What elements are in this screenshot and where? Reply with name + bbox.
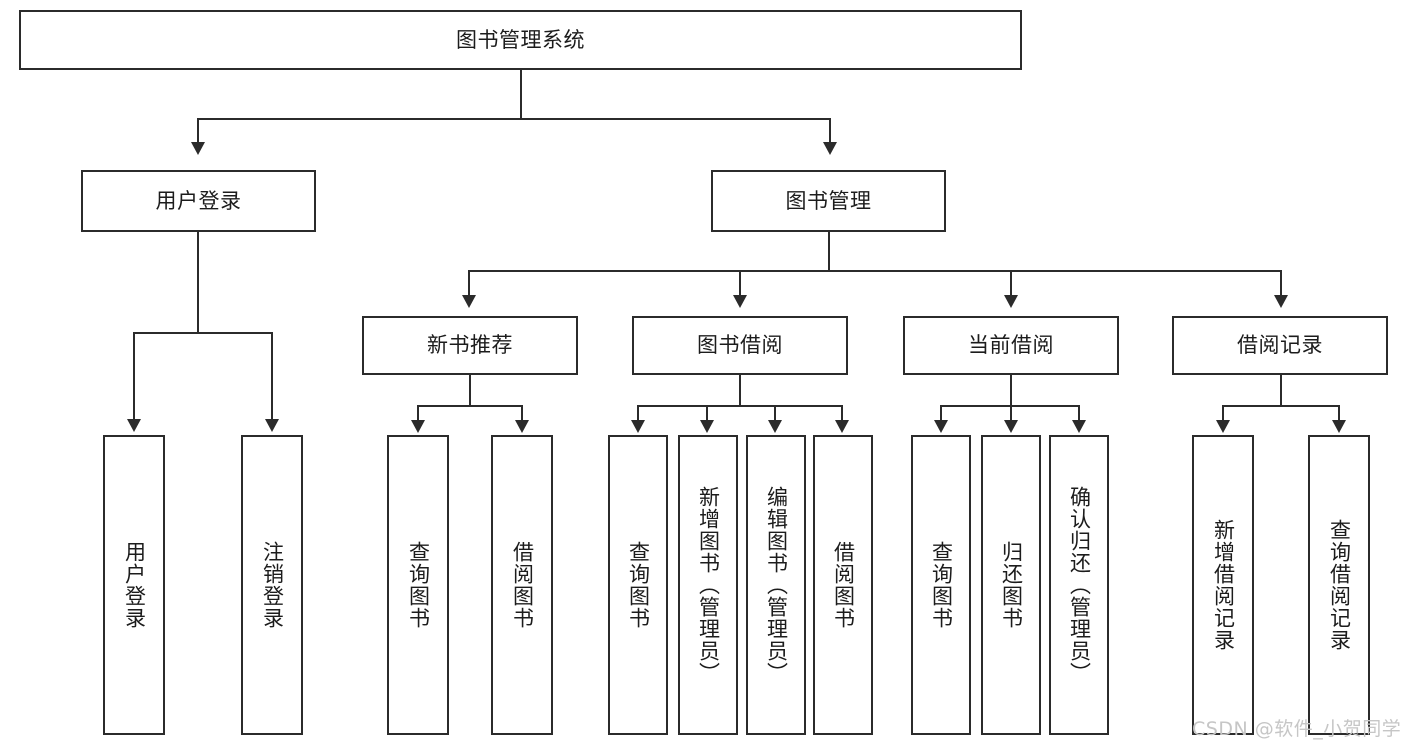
connector-book-borrow-to-leaf-2 [706, 405, 709, 421]
leaf-edit-book-label: 编辑图书（管理员） [764, 486, 789, 684]
watermark: CSDN @软件_小贺同学 [1192, 718, 1402, 740]
leaf-query-book-3[interactable]: 查询图书 [911, 435, 971, 735]
leaf-query-book-1[interactable]: 查询图书 [387, 435, 449, 735]
node-user-login-label: 用户登录 [155, 188, 242, 213]
connector-new-book-to-leaf-2 [521, 405, 524, 421]
connector-user-login-to-leaf-2 [271, 332, 274, 420]
arrow-new-book-to-leaf-1 [411, 420, 425, 433]
leaf-confirm-return-label: 确认归还（管理员） [1067, 486, 1092, 684]
connector-user-login-stem [197, 232, 200, 334]
leaf-logout-label: 注销登录 [260, 541, 285, 629]
connector-new-book-to-leaf-1 [417, 405, 420, 421]
arrow-current-borrow-to-leaf-3 [1072, 420, 1086, 433]
node-root-label: 图书管理系统 [456, 27, 585, 52]
arrow-user-login-to-leaf-1 [127, 419, 141, 432]
arrow-book-borrow-to-leaf-1 [631, 420, 645, 433]
arrow-book-manage-to-borrow-record [1274, 295, 1288, 308]
connector-current-borrow-to-leaf-2 [1010, 405, 1013, 421]
arrow-new-book-to-leaf-2 [515, 420, 529, 433]
connector-new-book-bus [417, 405, 523, 408]
connector-root-bus [197, 118, 831, 121]
leaf-query-book-3-label: 查询图书 [929, 541, 954, 629]
connector-current-borrow-to-leaf-1 [940, 405, 943, 421]
arrow-book-borrow-to-leaf-2 [700, 420, 714, 433]
node-new-book-recommend[interactable]: 新书推荐 [362, 316, 578, 375]
arrow-current-borrow-to-leaf-2 [1004, 420, 1018, 433]
leaf-edit-book[interactable]: 编辑图书（管理员） [746, 435, 806, 735]
arrow-root-to-book-manage [823, 142, 837, 155]
node-book-borrow-label: 图书借阅 [697, 333, 783, 358]
connector-book-manage-to-book-borrow [739, 270, 742, 296]
arrow-book-borrow-to-leaf-4 [835, 420, 849, 433]
connector-user-login-bus [133, 332, 273, 335]
leaf-query-book-2-label: 查询图书 [626, 541, 651, 629]
connector-book-manage-to-borrow-record [1280, 270, 1283, 296]
connector-borrow-record-to-leaf-2 [1338, 405, 1341, 421]
leaf-add-record-label: 新增借阅记录 [1211, 519, 1236, 651]
connector-book-manage-to-current-borrow [1010, 270, 1013, 296]
leaf-confirm-return[interactable]: 确认归还（管理员） [1049, 435, 1109, 735]
connector-borrow-record-to-leaf-1 [1222, 405, 1225, 421]
connector-new-book-stem [468, 375, 472, 407]
node-book-manage[interactable]: 图书管理 [711, 170, 946, 232]
connector-root-to-book-manage [829, 118, 832, 143]
leaf-return-book-label: 归还图书 [999, 541, 1024, 629]
connector-book-manage-stem [827, 232, 831, 272]
node-borrow-record[interactable]: 借阅记录 [1172, 316, 1388, 375]
connector-current-borrow-to-leaf-3 [1078, 405, 1081, 421]
node-root[interactable]: 图书管理系统 [19, 10, 1022, 70]
leaf-borrow-book-1[interactable]: 借阅图书 [491, 435, 553, 735]
node-borrow-record-label: 借阅记录 [1237, 333, 1323, 358]
leaf-add-record[interactable]: 新增借阅记录 [1192, 435, 1254, 735]
leaf-borrow-book-1-label: 借阅图书 [510, 541, 535, 629]
leaf-user-login[interactable]: 用户登录 [103, 435, 165, 735]
leaf-borrow-book-2[interactable]: 借阅图书 [813, 435, 873, 735]
arrow-current-borrow-to-leaf-1 [934, 420, 948, 433]
connector-borrow-record-bus [1222, 405, 1340, 408]
node-user-login[interactable]: 用户登录 [81, 170, 316, 232]
connector-book-borrow-to-leaf-4 [841, 405, 844, 421]
leaf-user-login-label: 用户登录 [122, 541, 147, 629]
connector-book-borrow-bus [637, 405, 843, 408]
node-new-book-recommend-label: 新书推荐 [427, 333, 513, 358]
arrow-book-manage-to-current-borrow [1004, 295, 1018, 308]
connector-book-borrow-to-leaf-1 [637, 405, 640, 421]
connector-book-borrow-stem [738, 375, 742, 407]
leaf-add-book-label: 新增图书（管理员） [696, 486, 721, 684]
leaf-logout[interactable]: 注销登录 [241, 435, 303, 735]
connector-user-login-to-leaf-1 [133, 332, 136, 420]
leaf-borrow-book-2-label: 借阅图书 [831, 541, 856, 629]
arrow-book-borrow-to-leaf-3 [768, 420, 782, 433]
arrow-user-login-to-leaf-2 [265, 419, 279, 432]
arrow-book-manage-to-book-borrow [733, 295, 747, 308]
arrow-root-to-user-login [191, 142, 205, 155]
leaf-query-book-1-label: 查询图书 [406, 541, 431, 629]
leaf-query-record-label: 查询借阅记录 [1327, 519, 1352, 651]
connector-root-to-user-login [197, 118, 200, 143]
node-book-manage-label: 图书管理 [785, 188, 872, 213]
leaf-return-book[interactable]: 归还图书 [981, 435, 1041, 735]
node-book-borrow[interactable]: 图书借阅 [632, 316, 848, 375]
arrow-borrow-record-to-leaf-1 [1216, 420, 1230, 433]
connector-current-borrow-stem [1009, 375, 1013, 407]
arrow-borrow-record-to-leaf-2 [1332, 420, 1346, 433]
node-current-borrow[interactable]: 当前借阅 [903, 316, 1119, 375]
node-current-borrow-label: 当前借阅 [968, 333, 1054, 358]
connector-root-stem [519, 70, 523, 120]
arrow-book-manage-to-new-book [462, 295, 476, 308]
connector-book-manage-bus [468, 270, 1280, 273]
leaf-query-book-2[interactable]: 查询图书 [608, 435, 668, 735]
connector-book-borrow-to-leaf-3 [774, 405, 777, 421]
leaf-query-record[interactable]: 查询借阅记录 [1308, 435, 1370, 735]
connector-borrow-record-stem [1279, 375, 1283, 407]
leaf-add-book[interactable]: 新增图书（管理员） [678, 435, 738, 735]
connector-book-manage-to-new-book [468, 270, 471, 296]
